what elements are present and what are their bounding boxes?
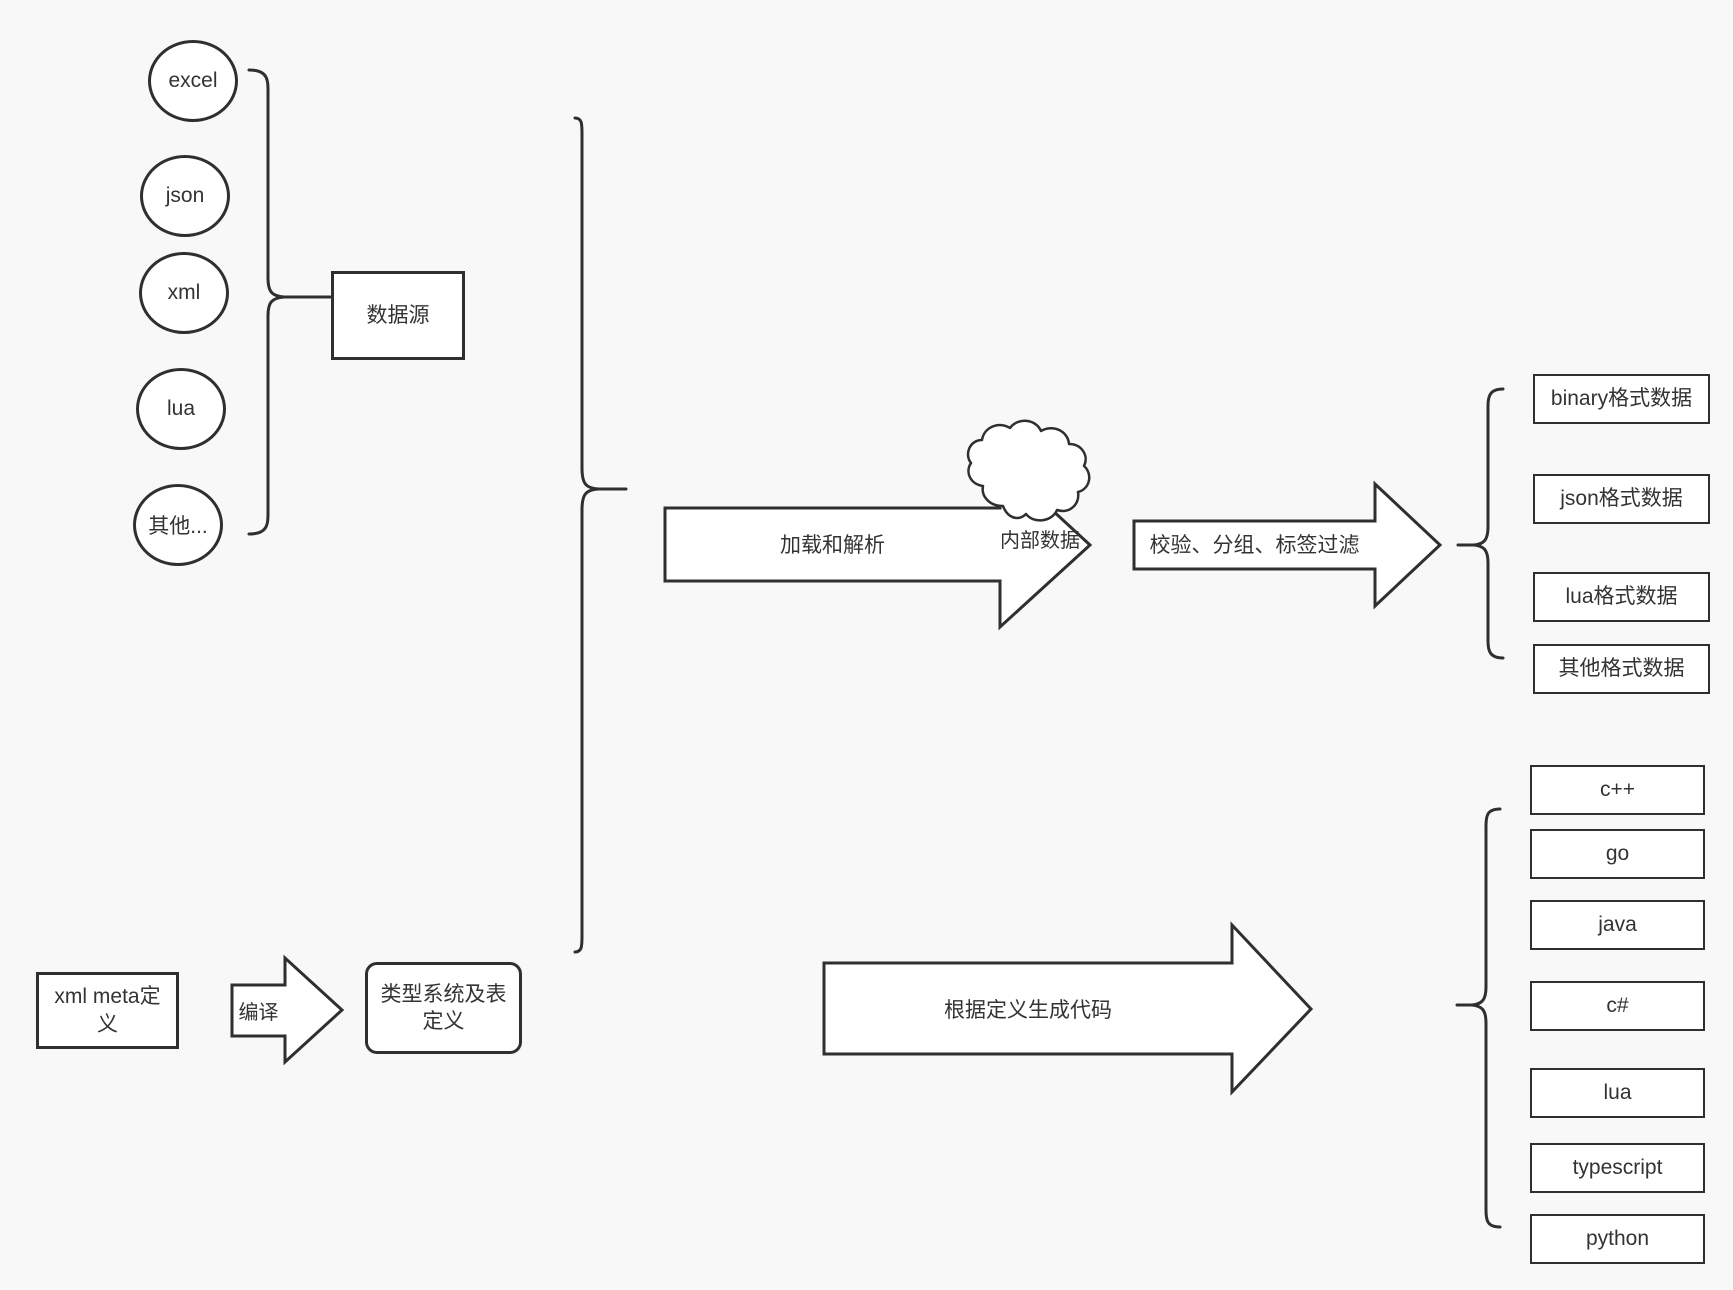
data-source-label: 数据源: [366, 303, 430, 327]
language-box-csharp[interactable]: c#: [1530, 981, 1705, 1031]
source-node-excel[interactable]: excel: [148, 40, 238, 122]
xml-meta-definition-label: xml meta定义: [54, 985, 161, 1036]
language-box-label: lua: [1603, 1081, 1632, 1105]
arrow-compile-label: 编译: [238, 1001, 279, 1024]
language-box-label: typescript: [1572, 1156, 1663, 1180]
format-box-label: json格式数据: [1560, 487, 1683, 511]
brace-languages: [1455, 807, 1502, 1229]
arrow-generate-code-label: 根据定义生成代码: [944, 999, 1112, 1022]
format-box-label: 其他格式数据: [1558, 657, 1685, 681]
xml-meta-definition-box[interactable]: xml meta定义: [36, 972, 179, 1049]
source-node-other[interactable]: 其他...: [133, 484, 223, 566]
language-box-java[interactable]: java: [1530, 900, 1705, 950]
format-box-json[interactable]: json格式数据: [1533, 474, 1710, 524]
source-node-label: excel: [168, 69, 218, 92]
format-box-label: binary格式数据: [1550, 387, 1693, 411]
format-box-lua[interactable]: lua格式数据: [1533, 572, 1710, 622]
language-box-lua[interactable]: lua: [1530, 1068, 1705, 1118]
type-system-box[interactable]: 类型系统及表定义: [365, 962, 522, 1054]
source-node-label: 其他...: [148, 515, 208, 538]
language-box-label: java: [1598, 913, 1637, 937]
data-source-box[interactable]: 数据源: [331, 271, 465, 360]
language-box-go[interactable]: go: [1530, 829, 1705, 879]
language-box-label: python: [1585, 1227, 1650, 1251]
language-box-python[interactable]: python: [1530, 1214, 1705, 1264]
source-node-label: lua: [166, 397, 196, 420]
source-node-xml[interactable]: xml: [139, 252, 229, 334]
brace-inputs-group: [573, 116, 628, 954]
arrow-load-parse-label: 加载和解析: [780, 534, 885, 557]
language-box-typescript[interactable]: typescript: [1530, 1143, 1705, 1193]
cloud-internal-data: [966, 419, 1091, 522]
language-box-label: go: [1605, 842, 1630, 866]
language-box-label: c++: [1599, 778, 1636, 802]
type-system-label: 类型系统及表定义: [380, 982, 507, 1033]
brace-sources: [247, 68, 332, 536]
source-node-label: xml: [167, 281, 201, 304]
source-node-json[interactable]: json: [140, 155, 230, 237]
format-box-label: lua格式数据: [1565, 585, 1678, 609]
language-box-cpp[interactable]: c++: [1530, 765, 1705, 815]
format-box-binary[interactable]: binary格式数据: [1533, 374, 1710, 424]
arrow-validate-group-filter-label: 校验、分组、标签过滤: [1149, 534, 1360, 557]
brace-formats: [1456, 387, 1505, 660]
cloud-internal-data-label: 内部数据: [1000, 529, 1080, 552]
format-box-other[interactable]: 其他格式数据: [1533, 644, 1710, 694]
source-node-label: json: [165, 184, 205, 207]
language-box-label: c#: [1606, 994, 1629, 1018]
source-node-lua[interactable]: lua: [136, 368, 226, 450]
